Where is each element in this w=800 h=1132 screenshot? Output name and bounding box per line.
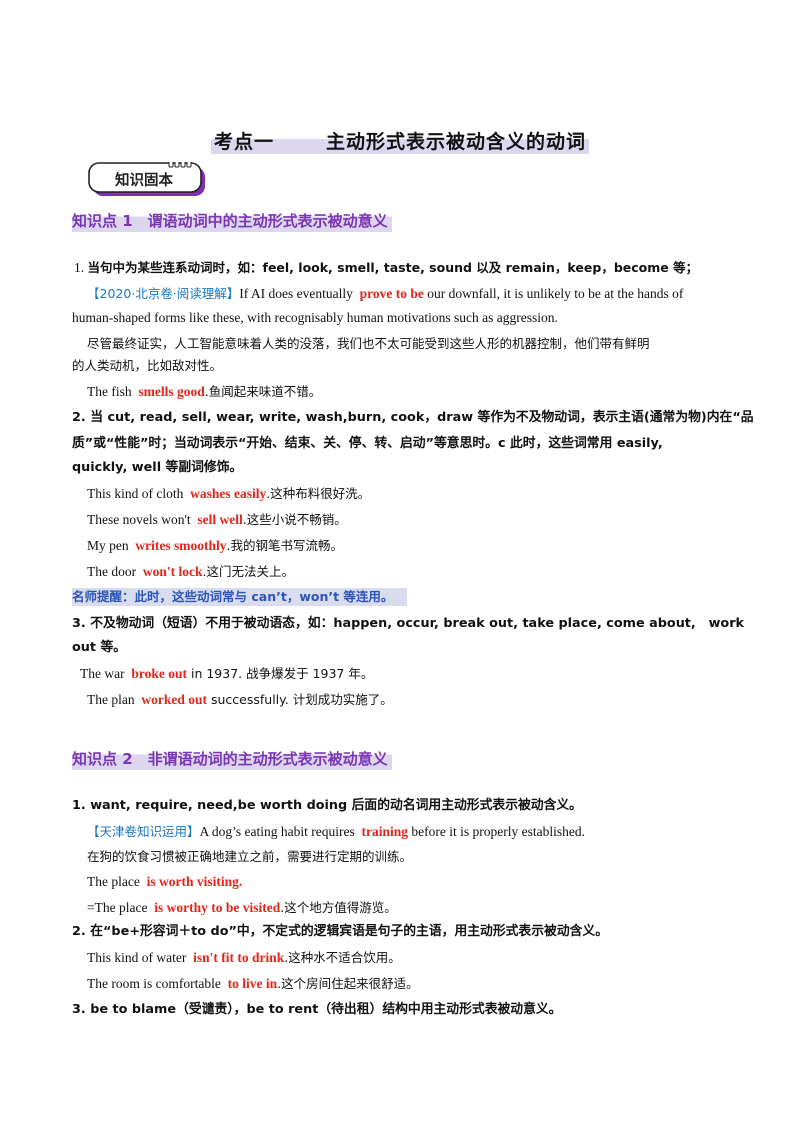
point-2-3: 3. be to blame（受谴责），be to rent（待出租）结构中用主… [72,1002,562,1017]
point-2-line-3: quickly, well 等副词修饰。 [72,460,243,475]
example-plan: The plan worked out successfully. 计划成功实施… [87,692,393,707]
example-pen: My pen writes smoothly.我的钢笔书写流畅。 [87,538,343,553]
example-novels: These novels won't sell well.这些小说不畅销。 [87,512,347,527]
teacher-tip: 名师提醒：此时，这些动词常与 can’t，won’t 等连用。 [72,588,407,606]
source-tag: 【2020·北京卷·阅读理解】 [87,286,240,301]
point-2-1: 1. want, require, need,be worth doing 后面… [72,798,582,813]
point-3-line-1: 3. 不及物动词（短语）不用于被动语态，如：happen, occur, bre… [72,616,745,631]
point-1: 1. 当句中为某些连系动词时，如：feel, look, smell, tast… [74,260,699,275]
example-cloth: This kind of cloth washes easily.这种布料很好洗… [87,486,371,501]
example-place-worthy: =The place is worthy to be visited.这个地方值… [87,900,397,915]
example-place: The place is worth visiting. [87,874,243,889]
example-door: The door won't lock.这门无法关上。 [87,564,294,579]
example-continuation: human-shaped forms like these, with reco… [72,310,558,325]
section-heading-1: 知识点 1 谓语动词中的主动形式表示被动意义 [72,210,392,232]
title-wrap: 考点一 主动形式表示被动含义的动词 [0,127,800,154]
example-room: The room is comfortable to live in.这个房间住… [87,976,419,991]
example-water: This kind of water isn't fit to drink.这种… [87,950,401,965]
badge-frame-icon [88,162,205,196]
source-tag-2: 【天津卷知识运用】 [87,824,200,839]
point-2-line-2: 质”或“性能”时；当动词表示“开始、结束、关、停、转、启动”等意思时。c 此时，… [72,436,663,451]
example-translation-1: 尽管最终证实，人工智能意味着人类的没落，我们也不太可能受到这些人形的机器控制，他… [87,336,650,351]
example-dog-translation: 在狗的饮食习惯被正确地建立之前，需要进行定期的训练。 [87,849,413,864]
page-title: 考点一 主动形式表示被动含义的动词 [210,127,590,154]
point-3-line-2: out 等。 [72,640,127,655]
title-right: 主动形式表示被动含义的动词 [326,131,587,153]
example-fish: The fish smells good.鱼闻起来味道不错。 [87,384,322,399]
badge-label: 知识固本 [115,173,173,189]
title-left: 考点一 [213,131,274,153]
section-badge: 知识固本 [86,162,210,198]
example-source-line: 【2020·北京卷·阅读理解】If AI does eventually pro… [87,286,684,301]
example-dog: 【天津卷知识运用】A dog’s eating habit requires t… [87,824,585,839]
example-translation-2: 的人类动机，比如敌对性。 [72,358,223,373]
section-heading-2: 知识点 2 非谓语动词的主动形式表示被动意义 [72,748,392,770]
example-war: The war broke out in 1937. 战争爆发于 1937 年。 [80,666,374,681]
point-2-line-1: 2. 当 cut, read, sell, wear, write, wash,… [72,410,754,425]
point-2-2: 2. 在“be+形容词＋to do”中，不定式的逻辑宾语是句子的主语，用主动形式… [72,924,609,939]
